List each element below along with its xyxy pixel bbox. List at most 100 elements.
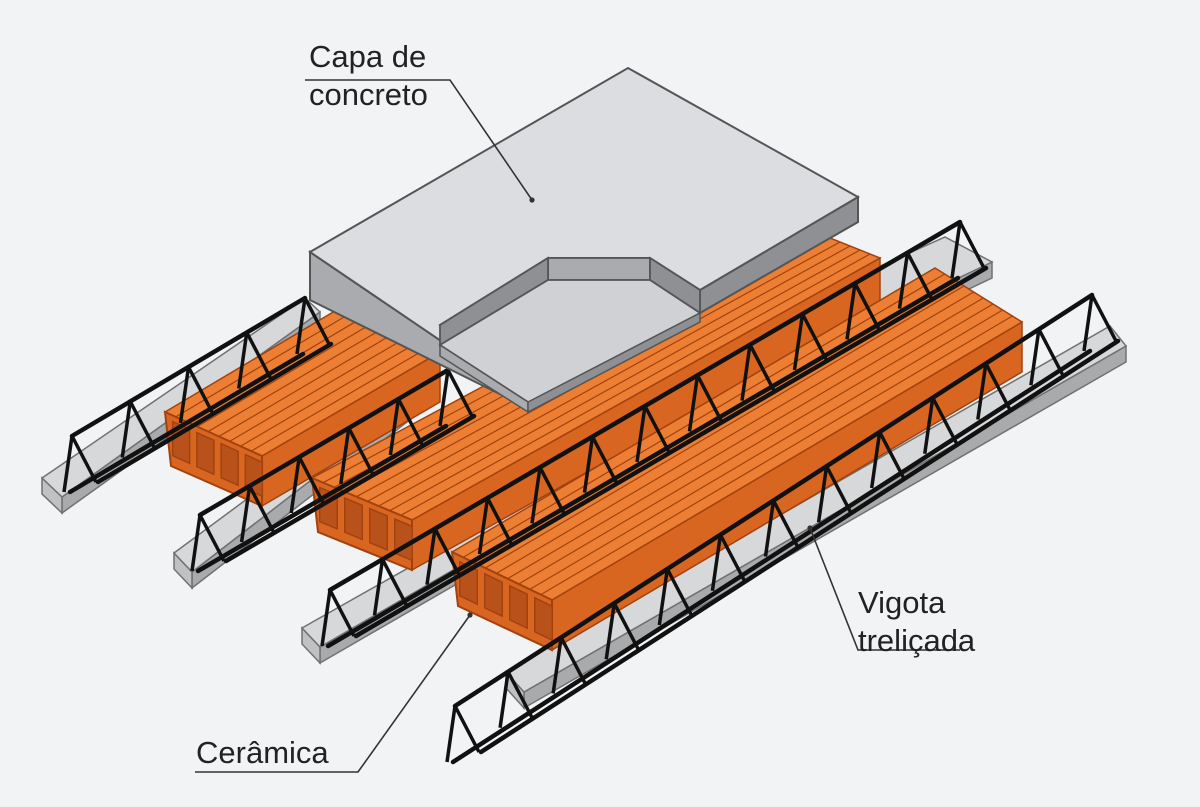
block-groove [207, 325, 388, 433]
block-groove [507, 297, 984, 580]
truss-diagonal [297, 456, 325, 504]
block-groove [250, 346, 430, 452]
truss-diagonal [931, 396, 959, 445]
truss-diagonal [771, 499, 800, 548]
block-groove [485, 285, 965, 569]
truss-diagonal [559, 636, 587, 685]
truss-diagonal [551, 637, 563, 694]
truss-diagonal [178, 366, 191, 424]
truss-diagonal [438, 369, 450, 427]
truss-diagonal [816, 466, 829, 523]
block-cell [196, 431, 215, 476]
truss-diagonal [897, 252, 910, 309]
truss-diagonal [635, 405, 647, 463]
truss-diagonal [289, 456, 301, 514]
beam-top-4 [504, 325, 1128, 693]
truss-diagonal [295, 297, 307, 355]
leader-vigota-dot [807, 525, 813, 531]
truss-diagonal [248, 485, 276, 533]
block-cell [534, 596, 553, 642]
truss-diagonal [657, 568, 670, 626]
label-vigota-trelicada: Vigota treliçada [858, 584, 975, 660]
truss-diagonal [582, 436, 595, 493]
block-cell [509, 584, 528, 630]
block-cell [394, 517, 413, 562]
truss-bottom-chord-b [223, 413, 477, 564]
beam-top-1 [40, 297, 322, 498]
label-ceramica: Cerâmica [196, 734, 329, 772]
truss-bottom-chord-b [95, 341, 334, 485]
label-leader-lines [195, 79, 960, 773]
truss-diagonal [453, 705, 481, 753]
block-groove [389, 249, 861, 512]
truss-diagonal [958, 221, 986, 269]
truss-3 [320, 219, 989, 649]
leader-vigota [809, 527, 960, 651]
truss-diagonal [950, 221, 962, 279]
truss-diagonal [748, 343, 776, 392]
truss-top-chord [197, 367, 451, 518]
truss-diagonal [643, 405, 671, 453]
block-groove [462, 273, 945, 558]
truss-diagonal [984, 362, 1012, 411]
truss-diagonal [1090, 294, 1118, 342]
truss-diagonal [303, 297, 331, 345]
truss-diagonal [70, 435, 98, 483]
truss-diagonal [853, 282, 881, 331]
block-cell [369, 507, 388, 552]
truss-diagonal [347, 427, 375, 475]
truss-diagonal [388, 398, 401, 456]
truss-diagonal [190, 514, 202, 572]
notch-floor-front [527, 311, 701, 414]
label-capa-de-concreto: Capa de concreto [309, 38, 428, 114]
truss-diagonal [396, 398, 424, 446]
truss-diagonal [825, 465, 853, 514]
truss-diagonal [498, 671, 510, 728]
truss-diagonal [687, 375, 700, 432]
truss-diagonal [1037, 328, 1065, 377]
truss-diagonal [923, 397, 935, 454]
block-cell [484, 572, 503, 618]
truss-diagonal [1082, 294, 1094, 352]
label-capa-line-2: concreto [309, 77, 428, 112]
truss-diagonal [339, 427, 351, 485]
truss-diagonal [1029, 329, 1041, 386]
concrete-topping [308, 66, 861, 414]
truss-diagonal [710, 534, 723, 591]
truss-diagonal [477, 497, 490, 555]
truss-diagonal [718, 533, 746, 582]
truss-diagonal [320, 589, 332, 647]
truss-diagonal [665, 568, 693, 616]
truss-diagonal [763, 500, 776, 557]
truss-diagonal [239, 485, 252, 543]
truss-diagonal [198, 514, 226, 562]
truss-diagonal [878, 431, 906, 479]
leader-ceramica-dot [467, 612, 473, 618]
truss-diagonal [433, 527, 461, 576]
truss-bottom-chord-a [67, 351, 306, 495]
truss-diagonal [869, 431, 882, 489]
truss-diagonal [905, 251, 934, 300]
truss-4 [445, 292, 1121, 765]
truss-diagonal [538, 466, 566, 515]
truss-diagonal [800, 313, 829, 361]
block-groove [529, 309, 1003, 590]
truss-diagonal [186, 366, 215, 414]
block-groove [197, 320, 377, 428]
truss-diagonal [372, 559, 385, 616]
truss-diagonal [62, 435, 74, 493]
steel-trusses [62, 219, 1121, 765]
truss-diagonal [506, 670, 534, 719]
truss-bottom-chord-a [325, 275, 961, 649]
block-groove [496, 291, 974, 574]
truss-diagonal [425, 528, 437, 585]
truss-diagonal [445, 705, 457, 763]
label-vigota-line-1: Vigota [858, 585, 946, 620]
truss-diagonal [612, 602, 640, 651]
truss-diagonal [976, 363, 988, 420]
truss-diagonal [845, 283, 857, 340]
truss-bottom-chord-b [353, 265, 989, 639]
truss-diagonal [446, 369, 474, 417]
block-cell [344, 496, 363, 541]
